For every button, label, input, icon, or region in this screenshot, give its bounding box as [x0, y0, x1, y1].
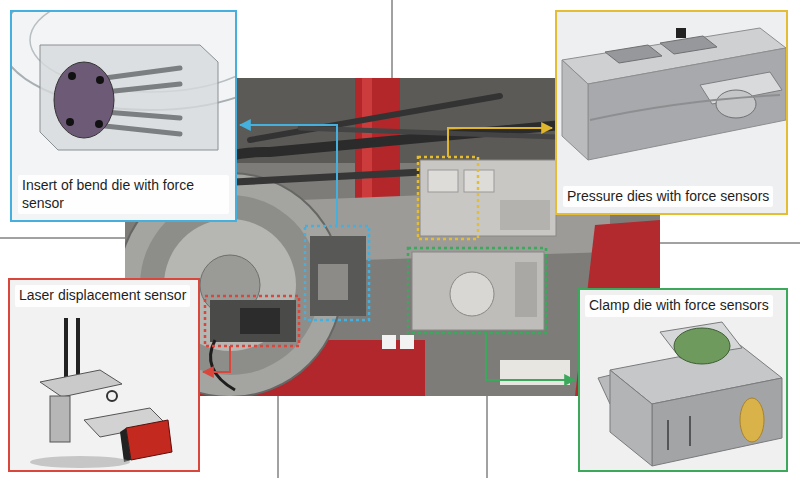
screw	[107, 391, 117, 401]
highlight-box	[305, 226, 369, 320]
laser-head	[240, 308, 280, 334]
bolt	[105, 112, 180, 118]
laser-head	[126, 420, 172, 460]
sensor-screw	[68, 72, 76, 80]
insert-block	[40, 45, 218, 150]
leader-line	[240, 125, 337, 226]
highlight-box	[408, 248, 546, 333]
highlight-regions	[205, 157, 546, 346]
callout-panel: Laser displacement sensor	[8, 278, 200, 472]
clamp-die-photo	[412, 252, 544, 330]
clamp-die-cad	[579, 289, 787, 471]
laser-sensor-cad	[9, 279, 199, 471]
cable	[211, 340, 236, 390]
slot	[667, 420, 669, 450]
panel-ground	[556, 11, 787, 214]
clamp-cylinder	[450, 272, 494, 316]
leader-line	[203, 346, 230, 372]
leader-lines	[203, 125, 575, 380]
highlight-box	[205, 296, 299, 346]
divider-line	[660, 243, 800, 244]
bolt	[105, 126, 180, 134]
insert-photo	[310, 236, 366, 316]
panel-caption: Clamp die with force sensors	[585, 295, 773, 317]
sticker	[400, 335, 414, 349]
tube-groove	[590, 95, 780, 120]
force-sensor	[674, 328, 730, 364]
highlight-box	[418, 157, 478, 239]
plate	[50, 396, 70, 442]
leader-line	[448, 128, 552, 157]
sensor-screw	[96, 76, 104, 84]
insert-block	[310, 236, 366, 316]
label-plate	[500, 360, 570, 385]
callout-panel: Insert of bend die with force sensor	[10, 10, 237, 222]
callout-panel: Pressure dies with force sensors	[555, 10, 788, 215]
shadow	[30, 456, 130, 468]
divider-line	[0, 238, 125, 239]
sensor-disk	[716, 90, 756, 118]
bend-die-insert-cad	[11, 11, 236, 221]
panel-ground	[579, 289, 787, 471]
laser-mount	[210, 300, 296, 342]
leader-line	[486, 333, 575, 380]
panel-caption: Pressure dies with force sensors	[563, 186, 773, 208]
block-front	[652, 378, 782, 466]
clamp-plate	[515, 262, 537, 317]
divider-line	[278, 396, 279, 478]
laser-photo	[210, 300, 296, 390]
rod	[64, 318, 68, 380]
panel-caption: Laser displacement sensor	[15, 285, 190, 307]
slot	[689, 416, 691, 446]
callout-panel: Clamp die with force sensors	[578, 288, 788, 472]
sensor-screw	[95, 120, 103, 128]
sensor-screw	[66, 118, 74, 126]
pressure-die-cad	[556, 11, 787, 214]
block-front	[588, 48, 786, 160]
force-sensor	[54, 62, 114, 138]
force-sensor	[676, 28, 686, 38]
bracket	[40, 370, 122, 397]
sticker	[382, 335, 396, 349]
bolt	[105, 68, 180, 78]
panel-caption: Insert of bend die with force sensor	[18, 175, 229, 214]
rod	[76, 318, 80, 380]
sensor-disk	[740, 398, 764, 442]
insert-sensor	[318, 264, 348, 300]
divider-line	[487, 396, 488, 478]
bolt	[105, 84, 180, 92]
die-block	[500, 200, 550, 230]
pressure-die	[420, 160, 556, 236]
clamp-die	[412, 252, 544, 330]
laser-front	[120, 428, 131, 462]
sensor-pad	[605, 45, 662, 63]
sensor-pad	[428, 170, 458, 192]
block-side	[562, 60, 588, 160]
pressure-die-photo	[420, 160, 556, 236]
divider-line	[392, 0, 393, 78]
panel-ground	[9, 279, 199, 471]
panel-ground	[11, 11, 236, 221]
bolts	[105, 68, 180, 134]
block-side	[610, 370, 652, 466]
sensor-pad	[660, 36, 717, 54]
